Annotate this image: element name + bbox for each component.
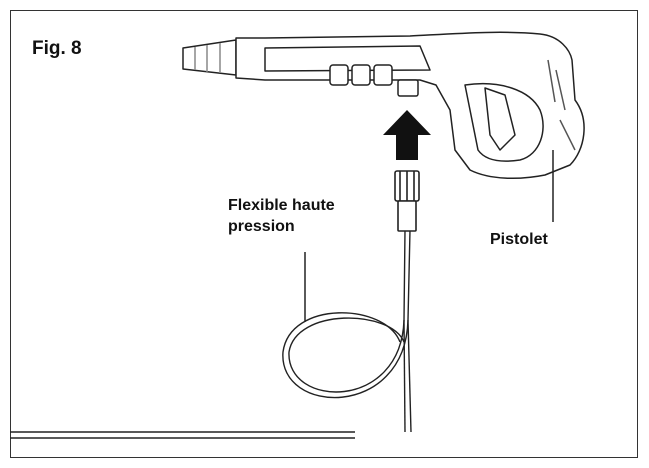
spray-gun-icon xyxy=(182,31,585,180)
hose-label: Flexible haute pression xyxy=(228,195,335,237)
hose-connector xyxy=(394,170,420,232)
arrow-up-icon xyxy=(383,110,431,160)
hose-icon xyxy=(10,229,412,439)
hose-label-line-1: Flexible haute xyxy=(228,197,335,214)
gun-label: Pistolet xyxy=(490,231,548,248)
hose-tail-inner xyxy=(403,319,406,433)
figure-frame xyxy=(10,10,638,458)
hose-tail-outer xyxy=(407,319,412,433)
hose-coil-outer xyxy=(282,229,411,399)
hose-coil-inner xyxy=(288,229,406,393)
hose-label-line-2: pression xyxy=(228,218,295,235)
figure-title: Fig. 8 xyxy=(32,38,82,59)
